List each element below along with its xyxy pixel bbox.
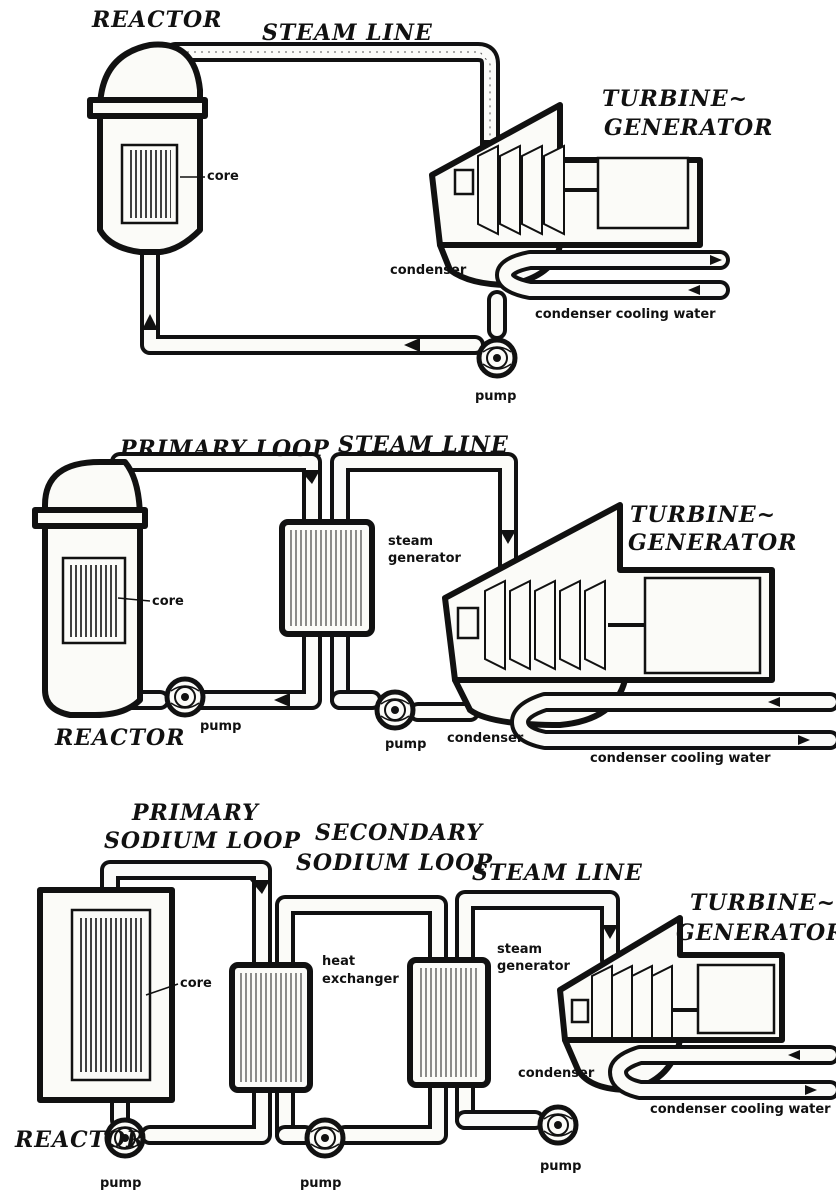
reactor-vessel xyxy=(87,41,208,255)
condenser-label-3: condenser xyxy=(518,1066,595,1081)
cooling-water-label-3: condenser cooling water xyxy=(650,1102,831,1117)
feedwater-return-pipe xyxy=(140,230,507,355)
generator-title: GENERATOR xyxy=(604,115,773,141)
pump-steam-3 xyxy=(540,1107,576,1143)
pump xyxy=(479,340,515,376)
pump-label: pump xyxy=(475,389,516,404)
reactor-title-2: REACTOR xyxy=(54,725,185,751)
turbine-title-3: TURBINE~ xyxy=(690,890,836,916)
cooling-water-label: condenser cooling water xyxy=(535,307,716,322)
core-label-3: core xyxy=(180,976,212,991)
heat-exchanger-label-2: exchanger xyxy=(322,972,399,987)
pump-secondary-3 xyxy=(307,1120,343,1156)
heat-exchanger xyxy=(229,962,313,1093)
steam-line-title-2: STEAM LINE xyxy=(338,432,509,458)
reactor-tank xyxy=(37,887,175,1103)
turbine-title-2: TURBINE~ xyxy=(630,502,776,528)
condenser xyxy=(437,242,730,300)
diagram-1-light-water-reactor: REACTOR STEAM LINE TURBINE~ GENERATOR co… xyxy=(87,7,773,404)
pump-primary xyxy=(167,679,203,715)
generator-title-2: GENERATOR xyxy=(628,530,797,556)
core-label: core xyxy=(207,169,239,184)
cooling-water-label-2: condenser cooling water xyxy=(590,751,771,766)
pump-label-secondary: pump xyxy=(385,737,426,752)
steam-generator-label-1: steam xyxy=(388,534,433,549)
pump-label-secondary-3: pump xyxy=(300,1176,341,1191)
condenser-2 xyxy=(452,677,836,750)
steam-line-title: STEAM LINE xyxy=(262,20,433,46)
steam-generator-label-3b: generator xyxy=(497,959,571,974)
steam-line-title-3: STEAM LINE xyxy=(472,860,643,886)
diagram-2-pressurized-water-reactor: PRIMARY LOOP STEAM LINE TURBINE~ GENERAT… xyxy=(32,432,836,766)
core-rods xyxy=(128,150,171,218)
core-rods-3 xyxy=(80,918,142,1072)
primary-title-2: SODIUM LOOP xyxy=(104,828,301,854)
steam-line-pipe xyxy=(165,42,500,185)
pump-secondary xyxy=(377,692,413,728)
secondary-title-1: SECONDARY xyxy=(315,820,484,846)
generator-title-3: GENERATOR xyxy=(676,920,836,946)
heat-exchanger-label-1: heat xyxy=(322,954,355,969)
turbine-title: TURBINE~ xyxy=(602,86,748,112)
pump-label-primary-3: pump xyxy=(100,1176,141,1191)
pump-label-primary: pump xyxy=(200,719,241,734)
steam-generator xyxy=(279,519,375,637)
primary-loop-title: PRIMARY LOOP xyxy=(119,436,330,462)
pump-label-steam-3: pump xyxy=(540,1159,581,1174)
steam-generator-3 xyxy=(407,957,491,1088)
turbine-generator-2 xyxy=(442,502,775,683)
steam-generator-label-3a: steam xyxy=(497,942,542,957)
core-rods-2 xyxy=(70,565,118,637)
diagram-3-sodium-cooled-reactor: PRIMARY SODIUM LOOP SECONDARY SODIUM LOO… xyxy=(14,800,836,1191)
condenser-3 xyxy=(562,1037,836,1100)
primary-sodium-loop-pipe xyxy=(100,860,272,1145)
condenser-label-2: condenser xyxy=(447,731,524,746)
reactor-vessel-2 xyxy=(32,459,148,718)
secondary-title-2: SODIUM LOOP xyxy=(296,850,493,876)
reactor-title-3: REACTOR xyxy=(14,1127,145,1153)
condenser-label: condenser xyxy=(390,263,467,278)
steam-generator-label-2: generator xyxy=(388,551,462,566)
primary-title-1: PRIMARY xyxy=(131,800,260,826)
core-label-2: core xyxy=(152,594,184,609)
reactor-title: REACTOR xyxy=(91,7,222,33)
